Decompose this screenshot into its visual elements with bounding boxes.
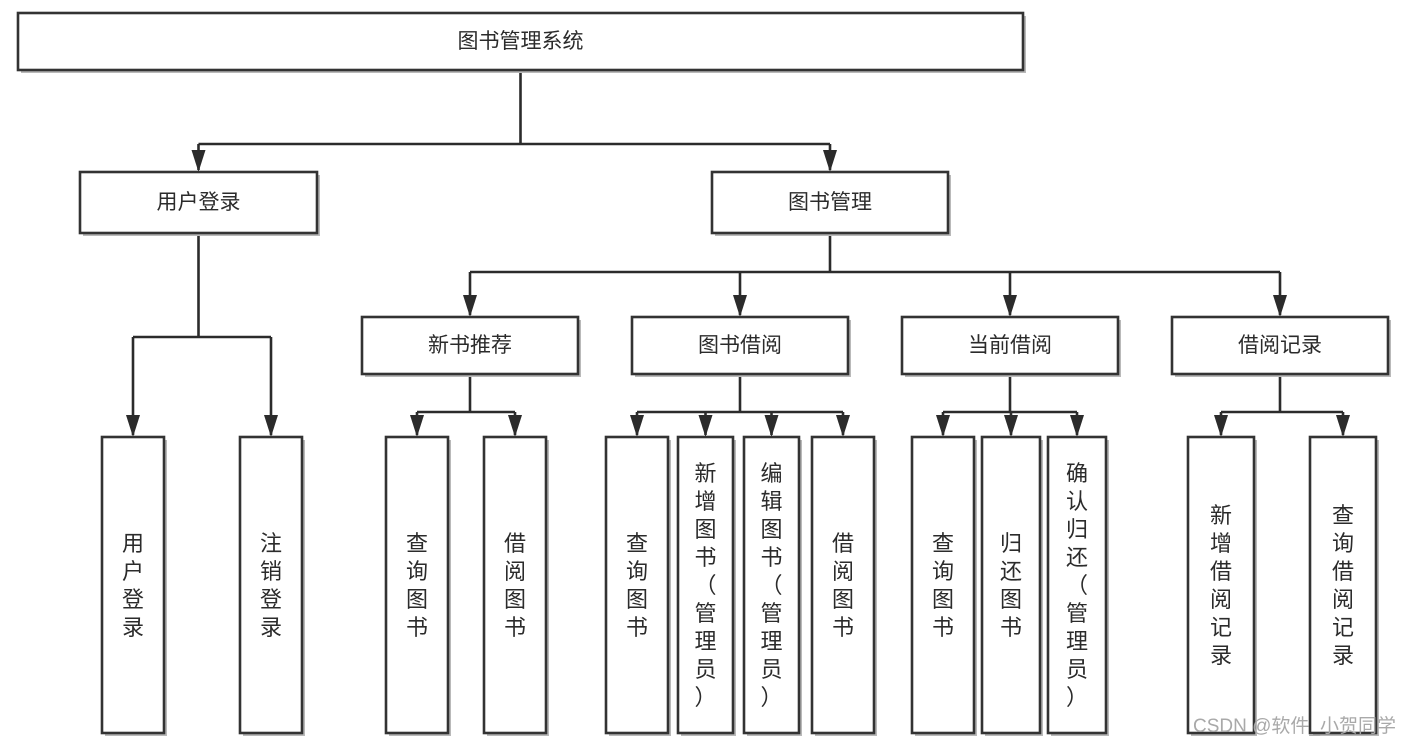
node-label: 编辑图书（管理员） [760, 461, 782, 710]
node-label: 新增图书（管理员） [694, 461, 716, 710]
node-label: 新增借阅记录 [1210, 503, 1232, 668]
node-label: 注销登录 [260, 531, 282, 640]
arrow-head [1214, 415, 1228, 437]
arrow-head [1273, 295, 1287, 317]
node-layer: 图书管理系统用户登录用户登录注销登录图书管理新书推荐查询图书借阅图书图书借阅查询… [16, 11, 1391, 736]
connector-layer [126, 70, 1350, 437]
node-label: 查询图书 [406, 531, 428, 640]
node-query-book-1[interactable]: 查询图书 [384, 435, 451, 736]
node-borrow-book-1[interactable]: 借阅图书 [482, 435, 549, 736]
node-label: 新书推荐 [428, 334, 512, 357]
node-label: 图书管理 [788, 191, 872, 214]
node-query-book-2[interactable]: 查询图书 [604, 435, 671, 736]
node-confirm-return-admin[interactable]: 确认归还（管理员） [1046, 435, 1109, 736]
node-query-borrow-record[interactable]: 查询借阅记录 [1308, 435, 1379, 736]
arrow-head [836, 415, 850, 437]
arrow-head [463, 295, 477, 317]
node-return-book[interactable]: 归还图书 [980, 435, 1043, 736]
node-add-borrow-record[interactable]: 新增借阅记录 [1186, 435, 1257, 736]
arrow-head [1070, 415, 1084, 437]
node-label: 用户登录 [157, 191, 241, 214]
node-label: 归还图书 [1000, 531, 1022, 640]
node-label: 查询图书 [626, 531, 648, 640]
node-borrow-record[interactable]: 借阅记录 [1170, 315, 1391, 377]
node-label: 借阅图书 [832, 531, 854, 640]
node-label: 借阅图书 [504, 531, 526, 640]
node-label: 确认归还（管理员） [1066, 461, 1088, 710]
node-add-book-admin[interactable]: 新增图书（管理员） [676, 435, 736, 736]
node-edit-book-admin[interactable]: 编辑图书（管理员） [742, 435, 802, 736]
arrow-head [764, 415, 779, 437]
node-label: 当前借阅 [968, 334, 1052, 357]
arrow-head [936, 415, 950, 437]
node-user-login-do[interactable]: 用户登录 [100, 435, 167, 736]
node-query-book-3[interactable]: 查询图书 [910, 435, 977, 736]
arrow-head [1336, 415, 1350, 437]
node-label: 借阅记录 [1238, 334, 1322, 357]
node-label: 图书借阅 [698, 334, 782, 357]
node-label: 用户登录 [122, 531, 144, 640]
node-label: 查询借阅记录 [1332, 503, 1354, 668]
arrow-head [191, 150, 206, 172]
node-book-borrow[interactable]: 图书借阅 [630, 315, 851, 377]
node-label: 图书管理系统 [458, 30, 584, 53]
node-undefined[interactable]: 图书管理系统 [16, 11, 1026, 73]
arrow-head [126, 415, 140, 437]
csdn-watermark: CSDN @软件_小贺同学 [1193, 715, 1396, 737]
arrow-head [630, 415, 644, 437]
node-user-login[interactable]: 用户登录 [78, 170, 320, 236]
node-new-book-recommend[interactable]: 新书推荐 [360, 315, 581, 377]
arrow-head [1004, 415, 1018, 437]
arrow-head [264, 415, 278, 437]
node-book-manage[interactable]: 图书管理 [710, 170, 951, 236]
node-user-logout[interactable]: 注销登录 [238, 435, 305, 736]
node-label: 查询图书 [932, 531, 954, 640]
node-borrow-book-2[interactable]: 借阅图书 [810, 435, 877, 736]
arrow-head [508, 415, 522, 437]
arrow-head [823, 150, 837, 172]
arrow-head [410, 415, 424, 437]
arrow-head [733, 295, 747, 317]
node-current-borrow[interactable]: 当前借阅 [900, 315, 1121, 377]
arrow-head [1003, 295, 1017, 317]
arrow-head [698, 415, 713, 437]
